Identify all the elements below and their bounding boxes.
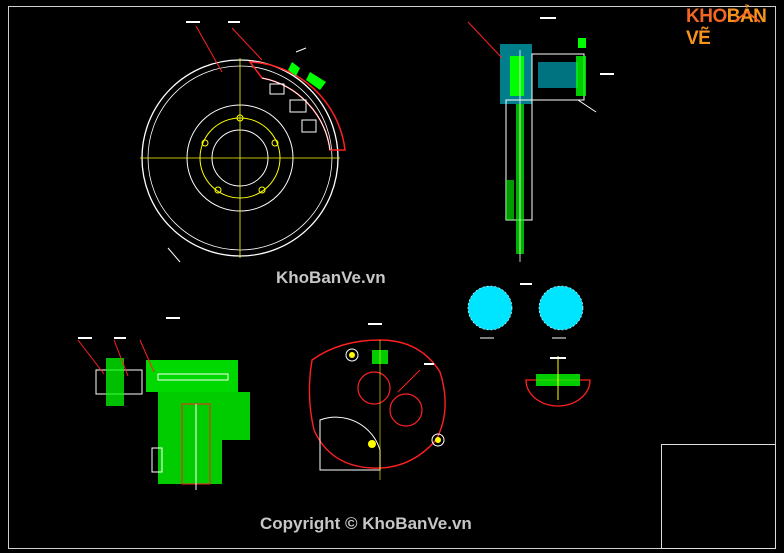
piston-sections <box>467 283 591 407</box>
drawing-border <box>8 6 776 549</box>
house-roof-icon <box>733 10 761 23</box>
side-section-view <box>467 17 614 262</box>
brake-disc-view <box>140 21 346 263</box>
watermark-copyright: Copyright © KhoBanVe.vn <box>260 514 472 533</box>
caliper-view <box>308 323 446 480</box>
khobanve-logo: KHOBẢN VẼ <box>686 6 774 49</box>
bracket-view <box>77 317 250 490</box>
logo-brand-left: KHO <box>686 6 727 27</box>
logo-wordmark: KHOBẢN VẼ <box>686 6 774 50</box>
logo-brand-right: BẢN VẼ <box>686 6 767 49</box>
title-block <box>661 444 776 549</box>
watermark-center: KhoBanVe.vn <box>276 268 386 287</box>
